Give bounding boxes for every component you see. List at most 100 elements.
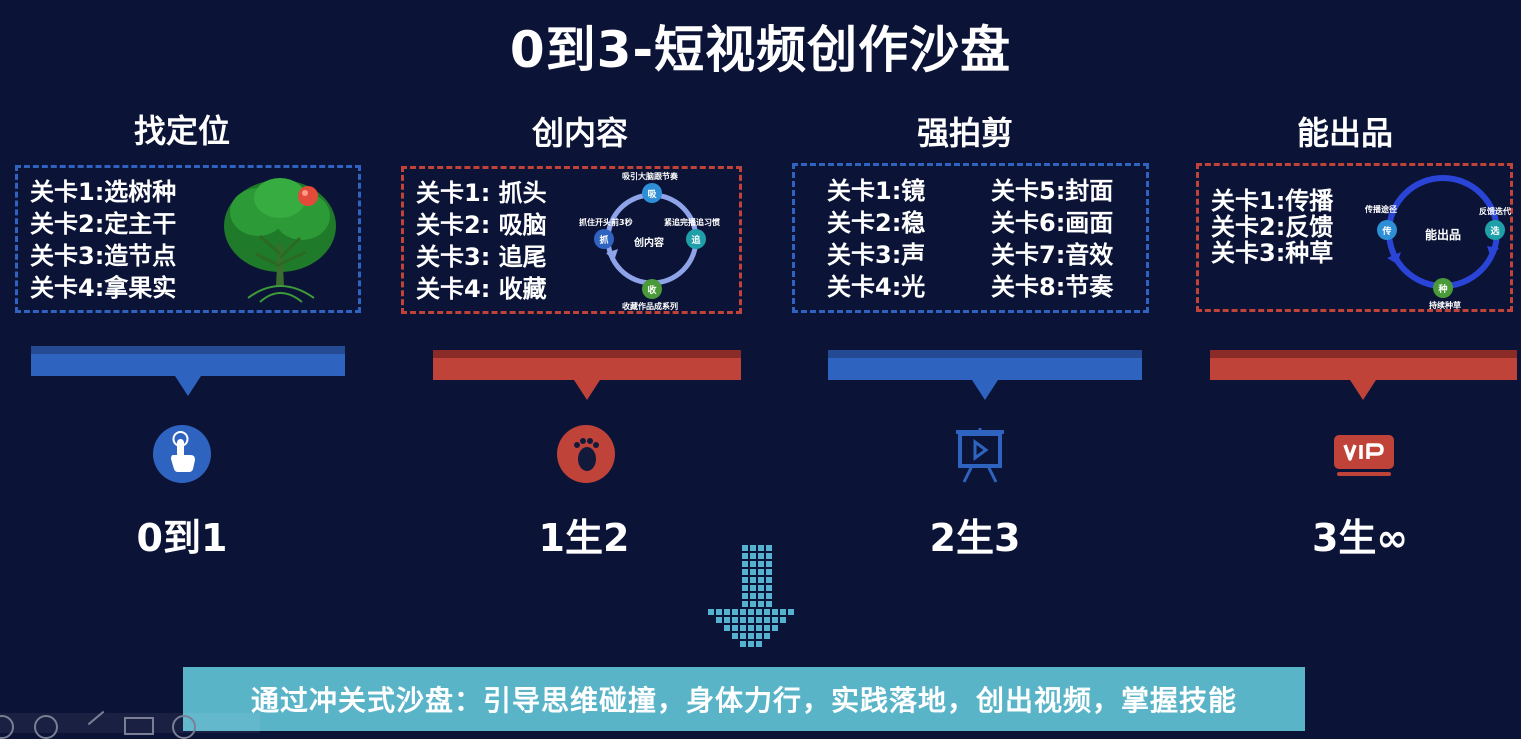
stage-label-2-to-3: 2生3 [929,516,1021,560]
arrow-pixel [740,633,746,639]
arrow-pixel [772,625,778,631]
arrow-pixel [756,633,762,639]
cycle-node: 抓 [594,229,614,249]
zoom-icon[interactable] [172,715,196,739]
arrow-pixel [724,609,730,615]
stage-label-3-to-infinity: 3生∞ [1311,516,1409,560]
arrow-pixel [742,601,748,607]
touch-hand-icon [153,425,211,483]
screen-icon[interactable] [124,717,154,735]
arrow-pixel [724,625,730,631]
playback-toolbar [0,710,260,739]
arrow-pixel [742,545,748,551]
level-item: 关卡4:光 [827,273,926,301]
pen-icon[interactable] [87,710,105,726]
arrow-pixel [742,577,748,583]
arrow-pixel [766,569,772,575]
level-item: 关卡1: 抓头 [416,179,547,207]
banner-pointer [1350,380,1376,400]
levels-box-content: 关卡1: 抓头 关卡2: 吸脑 关卡3: 追尾 关卡4: 收藏 吸 追 收 抓 … [401,166,742,314]
arrow-pixel [758,585,764,591]
page-title: 0到3-短视频创作沙盘 [509,21,1012,79]
levels-box-output: 关卡1:传播 关卡2:反馈 关卡3:种草 传 选 种 传播途径 反馈迭代 持续种… [1196,163,1513,312]
level-item: 关卡4:拿果实 [30,274,177,302]
arrow-pixel [742,553,748,559]
down-arrow-icon [700,545,800,657]
arrow-pixel [740,617,746,623]
arrow-pixel [766,577,772,583]
cycle-center-label: 创内容 [634,238,664,249]
arrow-pixel [750,585,756,591]
arrow-pixel [732,625,738,631]
arrow-pixel [750,569,756,575]
arrow-pixel [756,641,762,647]
arrow-pixel [748,609,754,615]
arrow-pixel [772,609,778,615]
column-heading-content: 创内容 [531,114,628,152]
summary-banner: 通过冲关式沙盘：引导思维碰撞，身体力行，实践落地，创出视频，掌握技能 [183,667,1305,731]
cycle-node: 种 [1433,278,1453,298]
cycle-label: 吸引大脑跟节奏 [622,172,678,181]
arrow-pixel [764,633,770,639]
level-item: 关卡2:稳 [827,209,926,237]
arrow-pixel [740,641,746,647]
level-item: 关卡5:封面 [991,177,1114,205]
column-heading-positioning: 找定位 [133,112,230,150]
cycle-label: 持续种草 [1429,301,1461,310]
play-icon[interactable] [34,715,58,739]
tree-icon [224,178,336,303]
level-item: 关卡7:音效 [991,241,1114,269]
arrow-pixel [766,593,772,599]
arrow-pixel [732,617,738,623]
arrow-pixel [740,625,746,631]
stage-label-0-to-1: 0到1 [136,516,228,560]
footprint-icon [557,425,615,483]
cycle-label: 紧追完播追习惯 [664,218,720,227]
arrow-pixel [740,609,746,615]
level-item: 关卡2:反馈 [1211,213,1334,241]
level-item: 关卡3:声 [827,241,926,269]
arrow-pixel [724,617,730,623]
cycle-center-label: 能出品 [1425,228,1462,242]
banner-pointer [175,376,201,396]
arrow-pixel [756,625,762,631]
arrow-pixel [748,617,754,623]
arrow-pixel [750,601,756,607]
level-item: 关卡3: 追尾 [416,243,547,271]
summary-text: 通过冲关式沙盘：引导思维碰撞，身体力行，实践落地，创出视频，掌握技能 [250,684,1237,717]
arrow-pixel [758,601,764,607]
arrow-pixel [742,561,748,567]
arrow-pixel [732,633,738,639]
arrow-pixel [750,577,756,583]
arrow-pixel [766,561,772,567]
arrow-pixel [766,585,772,591]
arrow-pixel [766,601,772,607]
arrow-pixel [748,633,754,639]
arrow-pixel [742,593,748,599]
level-item: 关卡4: 收藏 [416,275,547,303]
arrow-pixel [766,545,772,551]
content-cycle-diagram: 吸 追 收 抓 吸引大脑跟节奏 紧追完播追习惯 收藏作品成系列 抓住开头前3秒 … [574,169,734,311]
arrow-pixel [756,617,762,623]
menu-icon[interactable] [0,715,14,739]
level-item: 关卡3:造节点 [30,242,177,270]
arrow-pixel [758,577,764,583]
arrow-pixel [764,609,770,615]
cycle-node: 选 [1485,220,1505,240]
cycle-label: 反馈迭代 [1479,207,1511,216]
cycle-label: 收藏作品成系列 [622,302,678,311]
cycle-label: 传播途径 [1365,205,1397,214]
arrow-pixel [780,617,786,623]
arrow-pixel [766,553,772,559]
arrow-pixel [758,545,764,551]
banner-pointer [972,380,998,400]
arrow-pixel [764,625,770,631]
arrow-pixel [756,609,762,615]
level-item: 关卡1:选树种 [30,178,177,206]
cycle-node: 收 [642,279,662,299]
arrow-pixel [748,625,754,631]
level-item: 关卡2: 吸脑 [416,211,547,239]
arrow-pixel [708,609,714,615]
cycle-node: 传 [1377,220,1397,240]
arrow-pixel [750,593,756,599]
